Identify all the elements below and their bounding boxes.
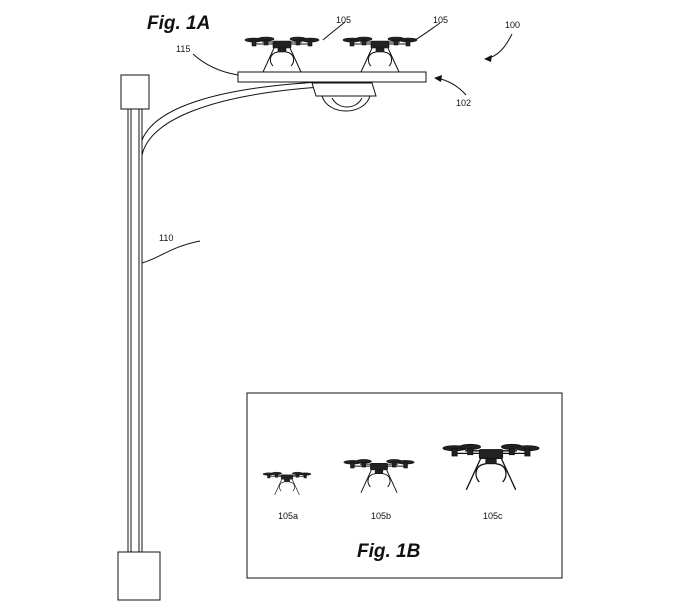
leader-110: [141, 240, 201, 264]
pole-shaft: [127, 108, 143, 553]
leader-115: [192, 53, 239, 76]
fig-1b-title: Fig. 1B: [357, 541, 421, 562]
label-100: 100: [505, 20, 520, 30]
label-115: 115: [176, 44, 190, 54]
lamp-housing: [311, 82, 377, 97]
arrow-100-head: [484, 55, 492, 62]
light-pole: [117, 74, 377, 601]
pole-top-cap: [120, 74, 150, 110]
drone-right: [342, 36, 418, 73]
pole-arm-upper: [141, 81, 321, 141]
arrow-100-shaft: [485, 33, 513, 60]
arrow-102-head: [434, 75, 442, 82]
label-105-right: 105: [433, 15, 448, 25]
pole-base: [117, 551, 161, 601]
lamp-globe: [321, 95, 371, 112]
label-105c: 105c: [483, 511, 503, 521]
drone-left: [244, 36, 320, 73]
fig-1a-title: Fig. 1A: [147, 13, 210, 34]
label-105a: 105a: [278, 511, 298, 521]
label-105-left: 105: [336, 15, 351, 25]
label-102: 102: [456, 98, 471, 108]
pole-arm-lower: [141, 86, 321, 156]
label-105b: 105b: [371, 511, 391, 521]
label-110: 110: [159, 233, 173, 243]
leader-105-right: [414, 22, 441, 41]
landing-platform: [237, 71, 427, 83]
leader-105-left: [322, 21, 346, 41]
fig-1b-frame: [246, 392, 563, 579]
